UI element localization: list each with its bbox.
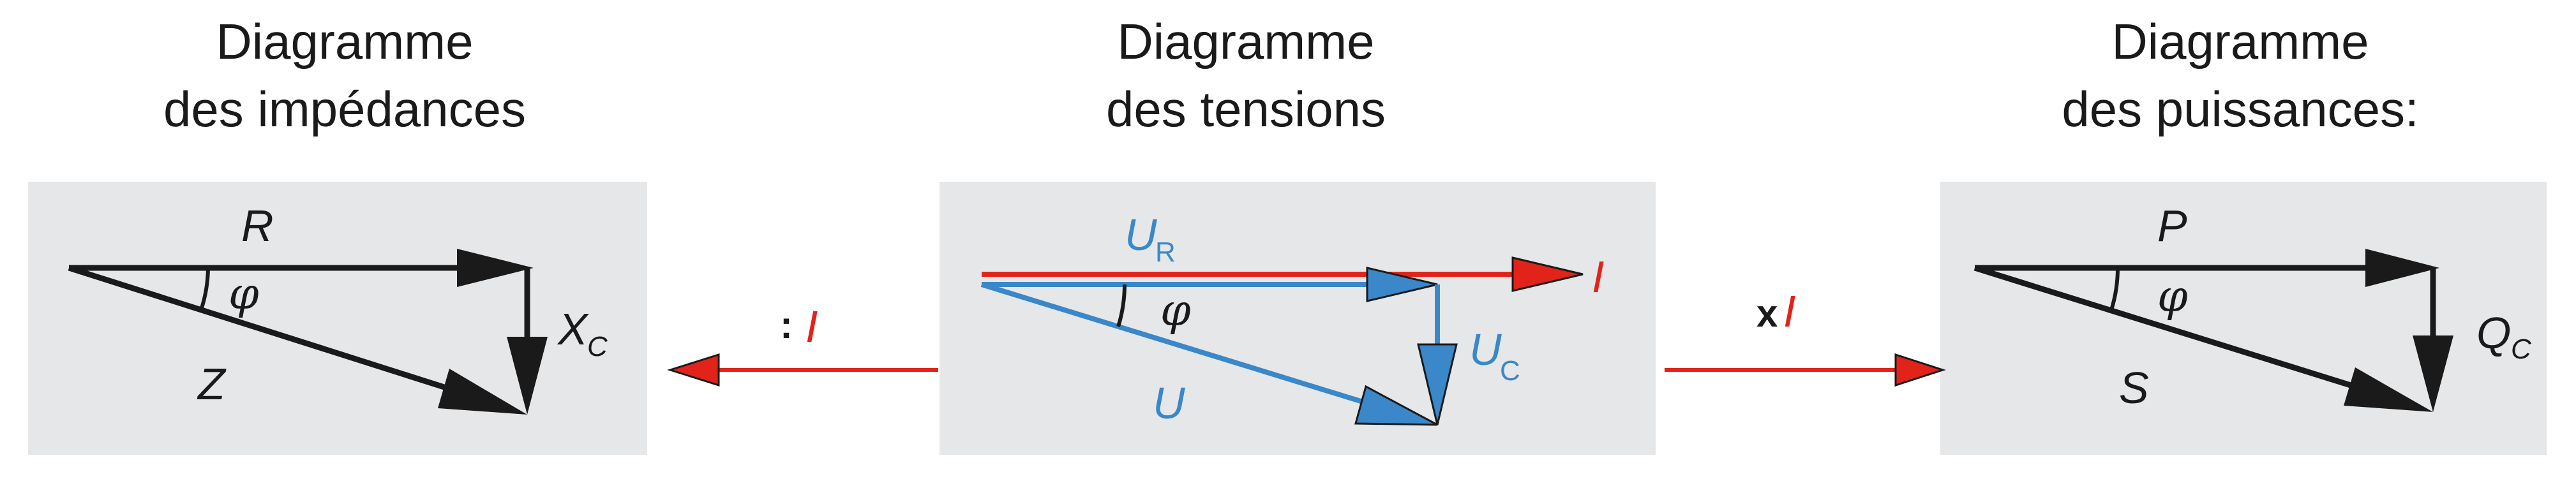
label-ur-subscript: R <box>1155 237 1176 268</box>
current-arrowhead <box>1511 256 1584 292</box>
total-voltage-arrowhead <box>1354 385 1438 426</box>
label-z: Z <box>197 359 227 409</box>
label-ur: U <box>1125 210 1157 260</box>
capacitive-voltage-arrowhead <box>1417 343 1458 425</box>
impedance-angle-arc <box>199 267 210 311</box>
resistive-voltage-arrowhead <box>1366 267 1438 302</box>
voltage-title-line1: Diagramme <box>1117 13 1374 70</box>
power-phi-label: φ <box>2157 272 2188 322</box>
impedance-arrowhead <box>438 369 527 415</box>
power-title-line2: des puissances: <box>2062 81 2418 137</box>
divide-by-current-arrow <box>667 353 938 387</box>
divide-arrowhead <box>667 353 720 387</box>
impedance-panel <box>28 182 647 455</box>
multiply-by-current-arrow <box>1665 353 1946 387</box>
voltage-panel <box>940 182 1656 455</box>
label-r: R <box>241 201 274 251</box>
voltage-title-line2: des tensions <box>1106 81 1386 137</box>
reactance-arrowhead <box>507 337 548 415</box>
impedance-title-line1: Diagramme <box>216 13 473 70</box>
label-x-subscript: C <box>587 331 608 362</box>
label-p: P <box>2157 201 2187 251</box>
divide-current-label: I <box>805 302 818 351</box>
total-voltage-vector <box>980 282 1372 407</box>
active-power-arrowhead <box>2365 249 2439 287</box>
reactive-power-arrowhead <box>2413 335 2453 412</box>
label-uc-subscript: C <box>1500 355 1520 387</box>
label-i: I <box>1592 252 1604 302</box>
impedance-title-line2: des impédances <box>163 81 526 137</box>
power-panel <box>1940 182 2547 455</box>
multiply-arrowhead <box>1894 353 1946 387</box>
apparent-power-arrowhead <box>2344 367 2433 412</box>
voltage-triangle <box>980 256 1584 426</box>
label-uc: U <box>1469 325 1502 374</box>
label-s: S <box>2119 363 2149 413</box>
power-triangle <box>1973 249 2453 412</box>
impedance-vector <box>68 265 460 395</box>
label-u: U <box>1153 378 1185 428</box>
power-angle-arc <box>2109 267 2120 311</box>
impedance-phi-label: φ <box>228 269 259 320</box>
power-title-line1: Diagramme <box>2111 13 2369 70</box>
multiply-current-label: I <box>1783 286 1795 336</box>
voltage-angle-arc <box>1116 284 1127 327</box>
voltage-phi-label: φ <box>1160 286 1191 336</box>
resistance-arrowhead <box>457 249 534 287</box>
apparent-power-vector <box>1973 265 2364 392</box>
divide-operator: : <box>780 304 793 346</box>
impedance-triangle <box>68 249 548 415</box>
multiply-operator: x <box>1756 292 1778 335</box>
label-q-subscript: C <box>2511 334 2532 365</box>
label-x: X <box>557 304 589 354</box>
label-q: Q <box>2476 308 2511 358</box>
